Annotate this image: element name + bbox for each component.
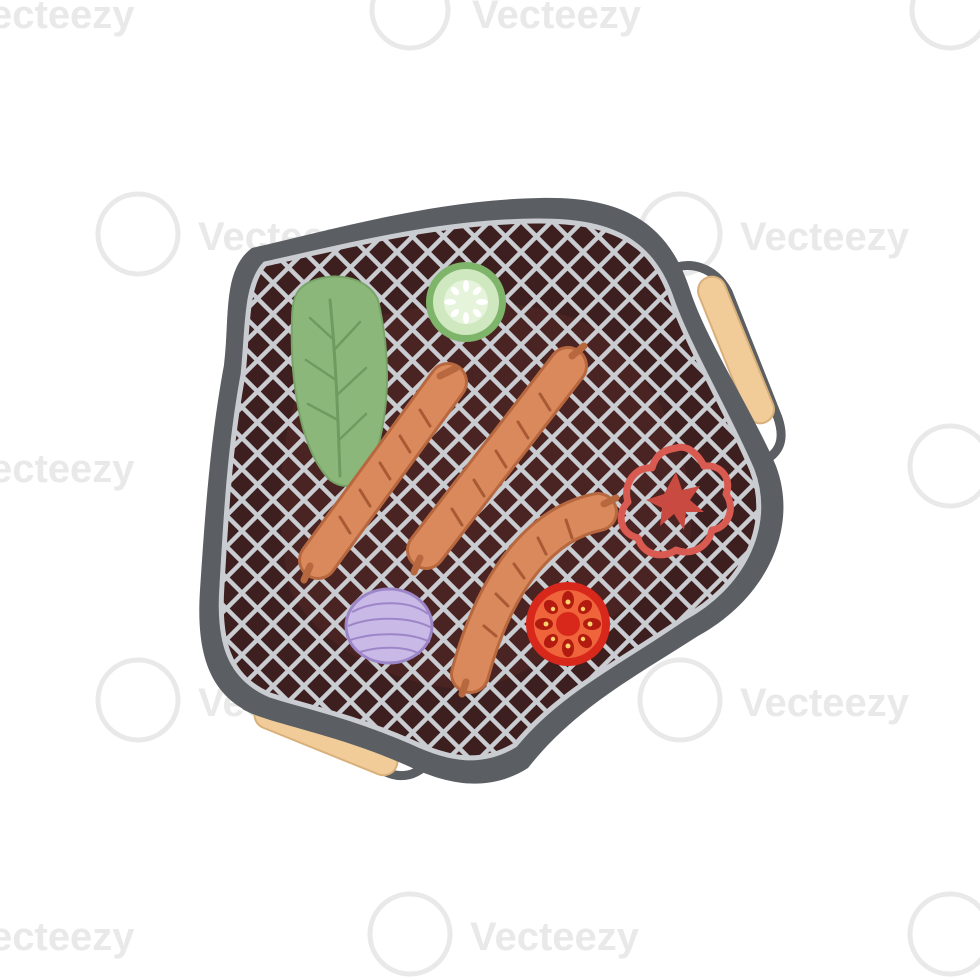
- watermark-text: Vecteezy: [740, 215, 910, 259]
- watermark-text: Vecteezy: [470, 915, 640, 959]
- grate-bar: [510, 220, 759, 758]
- watermark-logo-icon: [95, 191, 181, 277]
- watermark-logo-icon: [637, 657, 723, 743]
- grate-bar: [479, 220, 759, 758]
- red-onion: [344, 587, 434, 665]
- watermark-logo-icon: [907, 891, 980, 977]
- watermark-logo-icon: [369, 0, 451, 51]
- grate-bar: [0, 150, 127, 850]
- sausage: [298, 362, 468, 584]
- wooden-grip: [697, 275, 775, 425]
- sausage: [450, 492, 620, 698]
- grate-bar: [0, 150, 127, 850]
- grate-bar: [0, 150, 189, 850]
- grate-rim: [218, 218, 762, 761]
- grate-bar: [0, 150, 96, 850]
- grate-bar: [0, 150, 189, 850]
- grate-bar: [0, 150, 65, 850]
- watermark-text: Vecteezy: [740, 681, 910, 725]
- sausage: [406, 342, 588, 576]
- watermark-logo-icon: [909, 0, 980, 51]
- grate-bar: [0, 150, 158, 850]
- grate-bar: [221, 220, 222, 758]
- grate-bar: [0, 150, 96, 850]
- watermark-logo-icon: [907, 423, 980, 509]
- watermark-text: ecteezy: [0, 915, 135, 959]
- grate-bar: [0, 150, 3, 850]
- watermark-logo-icon: [95, 657, 181, 743]
- grate-bar: [0, 150, 65, 850]
- grate-bar: [0, 150, 3, 850]
- grate-bar: [417, 220, 759, 758]
- tomato-slice: [526, 582, 610, 666]
- grate-bar: [293, 220, 759, 758]
- watermark-logo-icon: [367, 891, 453, 977]
- watermark-row-bottom: ecteezy Vecteezy: [0, 891, 980, 977]
- grate-bar: [448, 220, 759, 758]
- grate-bar: [221, 220, 759, 758]
- bell-pepper-ring: [617, 443, 734, 559]
- grate-bar: [386, 220, 759, 758]
- watermark-text: ecteezy: [0, 447, 135, 491]
- grate-bar: [0, 150, 158, 850]
- cucumber-slice: [426, 262, 506, 342]
- grate-bar: [221, 220, 222, 758]
- watermark-text: ecteezy: [0, 0, 135, 37]
- watermark-row-top: ecteezy Vecteezy: [0, 0, 980, 51]
- grate-bar: [0, 150, 34, 850]
- watermark-text: Vecteezy: [472, 0, 642, 37]
- watermark-row-upper: Vecteezy Vecteezy: [95, 191, 910, 277]
- grate-bar: [0, 150, 34, 850]
- grill-handle-right: [660, 261, 786, 467]
